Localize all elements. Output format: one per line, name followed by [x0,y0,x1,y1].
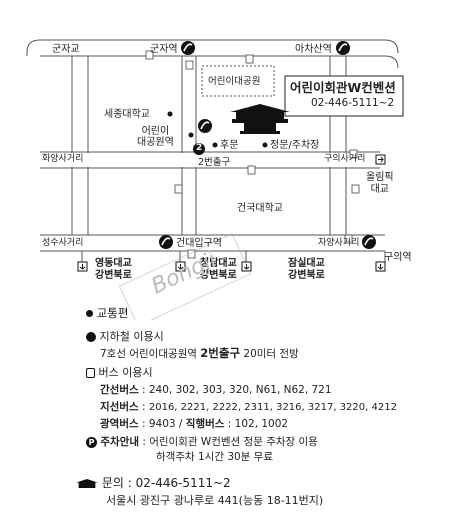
subway-desc-pre: 7호선 어린이대공원역 [100,348,201,360]
address-row: 서울시 광진구 광나루로 441(능동 18-11번지) [106,494,323,507]
label-hwayang: 화양사거리 [42,154,84,164]
label-cheongdam: 청담대교 강변북로 [200,258,237,281]
watermark-stamp [118,233,252,320]
subway-directions: 7호선 어린이대공원역 2번출구 20미터 전방 [100,347,299,361]
bus-branch-sep: : [138,401,149,413]
road-middle [40,151,380,169]
label-jayang: 자양사거리 [318,238,360,248]
bus-title: 버스 이용시 [98,366,153,379]
exit-2-marker [193,143,205,155]
label-exit-number: 2 [196,143,203,153]
contact-label: 문의 [101,476,124,490]
bus-express-sep: : [224,418,235,430]
parking-line2: 하객주차 1시간 30분 무료 [156,451,273,463]
subway-desc-post: 20미터 전방 [240,348,299,360]
label-childrens-park: 어린이대공원 [208,76,261,87]
label-yeongdong: 영동대교 강변북로 [95,258,132,281]
bus-heading: 버스 이용시 [86,366,153,379]
venue-phone: 02-446-5111~2 [311,97,395,109]
label-olympic-bridge: 올림픽 대교 [366,172,394,195]
label-main-gate: 정문/주차장 [270,140,320,151]
venue-mini-icon [76,479,98,488]
bus-branch-value: 2016, 2221, 2222, 2311, 3216, 3217, 3220… [148,402,397,413]
bus-stop-icons [145,50,360,259]
transport-heading: 교통편 [86,307,128,320]
subway-desc-exit: 2번출구 [200,346,241,360]
subway-icons [159,41,376,249]
parking-line1: 어린이회관 W컨벤션 정문 주차장 이용 [149,436,318,448]
road-top [40,39,385,57]
bus-icon [86,368,95,378]
road-left [71,56,89,235]
bus-wide-value: 9403 / [148,418,186,430]
bus-trunk-value: 240, 302, 303, 320, N61, N62, 721 [148,384,332,396]
parking-row: P 주차안내 : 어린이회관 W컨벤션 정문 주차장 이용 [86,436,318,449]
label-konkuk-station: 건대입구역 [176,238,222,249]
contact-phone: : 02-446-5111~2 [123,476,231,490]
bus-row-wide: 광역버스 : 9403 / 직행버스 : 102, 1002 [100,418,288,431]
childrens-park-dot [188,132,194,138]
bus-row-trunk: 간선버스 : 240, 302, 303, 320, N61, N62, 721 [100,384,332,397]
childrens-park-area [201,65,275,97]
address-text: 서울시 광진구 광나루로 441(능동 18-11번지) [106,494,324,507]
bus-express-label: 직행버스 [185,418,225,430]
bus-wide-label: 광역버스 [100,418,139,430]
road-curve-ne [384,39,399,69]
parking-icon: P [86,436,97,448]
label-childrens-park-station: 어린이 대공원역 [137,126,174,148]
parking-row-2: 하객주차 1시간 30분 무료 [156,451,273,464]
sejong-dot [167,111,173,117]
bus-wide-sep: : [138,418,149,430]
label-seongsu: 성수사거리 [42,238,84,248]
label-gunja-bridge: 군자교 [52,44,80,55]
subway-title: 지하철 이용시 [99,330,164,343]
bus-row-branch: 지선버스 : 2016, 2221, 2222, 2311, 3216, 321… [100,401,397,414]
label-gunja-station: 군자역 [150,44,178,55]
road-bottom [40,234,385,252]
label-sejong-univ: 세종대학교 [104,109,150,120]
main-gate-dot [262,142,268,148]
parking-label: 주차안내 [100,436,139,448]
contact-row: 문의 : 02-446-5111~2 [76,476,231,491]
label-exit-2: 2번출구 [198,157,231,168]
direction-arrows [77,154,386,272]
bus-branch-label: 지선버스 [100,401,139,413]
label-achasan-station: 아차산역 [295,44,332,55]
parking-sep: : [138,436,150,448]
location-map [26,39,404,320]
bus-express-value: 102, 1002 [234,418,289,430]
subway-heading: 지하철 이용시 [86,330,164,343]
subway-icon [86,332,96,342]
label-guui-intersection: 구의사거리 [324,154,366,164]
label-jamsil: 잠실대교 강변북로 [288,258,325,281]
east-gate-dot [212,142,218,148]
venue-building-icon [230,104,290,134]
bus-trunk-sep: : [138,384,149,396]
road-curve-nw [26,39,41,56]
label-east-gate: 후문 [220,140,239,151]
bullet-icon [86,310,93,317]
label-guui-station: 구의역 [384,252,412,263]
transport-title: 교통편 [96,306,129,320]
label-konkuk-univ: 건국대학교 [237,203,283,214]
bus-trunk-label: 간선버스 [100,384,139,396]
venue-name: 어린이회관W컨벤션 [290,80,396,95]
venue-callout [284,75,404,117]
